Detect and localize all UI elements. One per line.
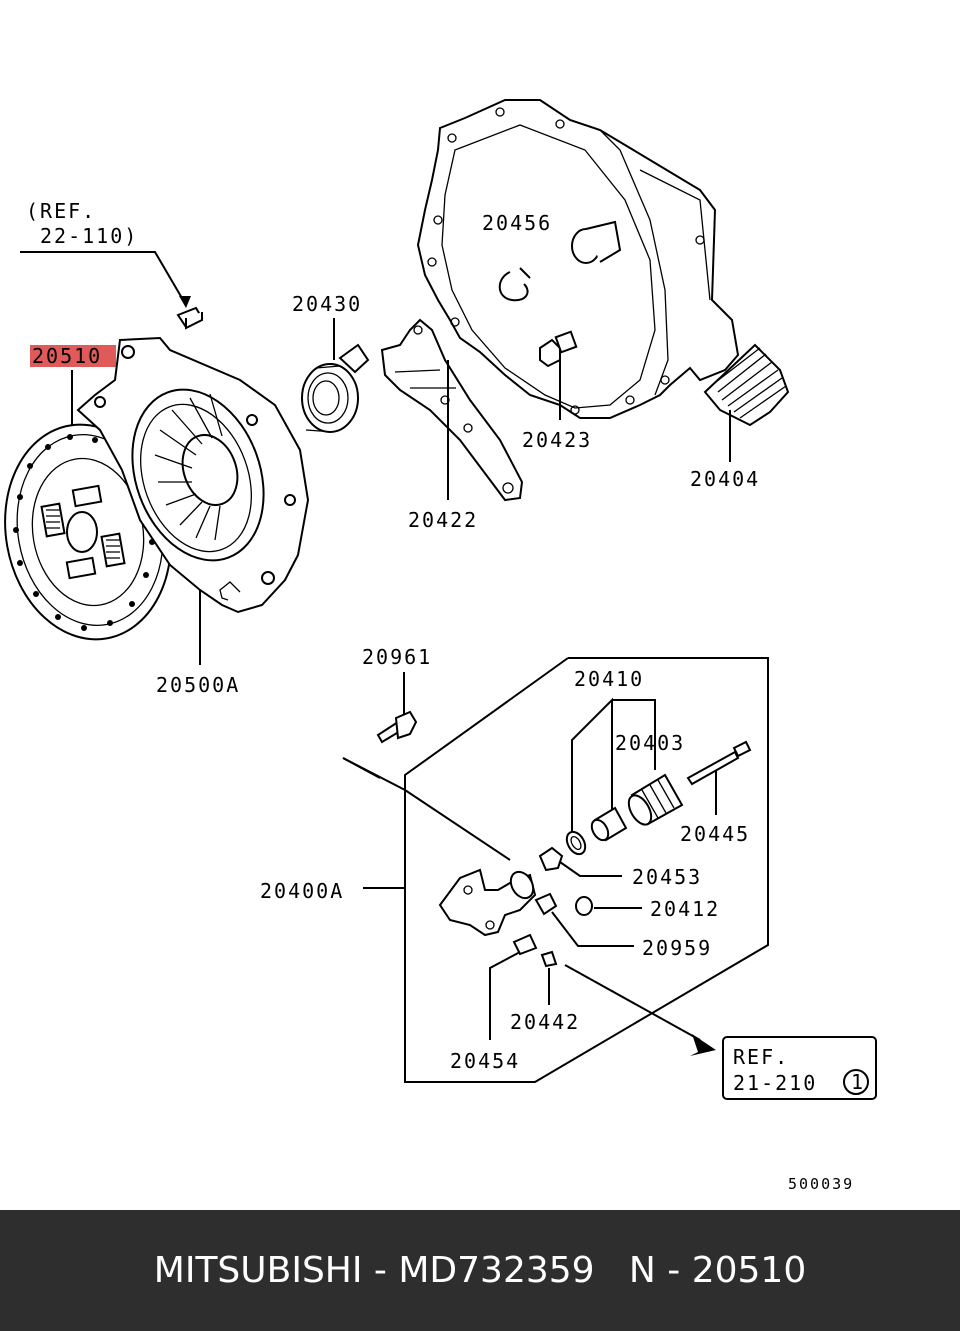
parts-diagram: (REF. 22-110) 20510	[4, 99, 877, 1193]
bolt-20961	[376, 710, 418, 744]
label-20454[interactable]: 20454	[450, 1049, 520, 1073]
label-20412[interactable]: 20412	[650, 897, 720, 921]
push-rod	[686, 740, 752, 786]
ref-22-110-line2: 22-110)	[40, 224, 138, 248]
label-20410[interactable]: 20410	[574, 667, 644, 691]
leader-20453	[559, 861, 622, 877]
footer-bar: MITSUBISHI - MD732359 N - 20510	[0, 1210, 960, 1331]
ref-22-110-leader	[20, 251, 187, 306]
ref-22-110-arrow	[179, 296, 191, 308]
transmission-housing	[416, 99, 740, 419]
dowel-pin	[176, 306, 204, 330]
fork-boot	[703, 343, 790, 427]
label-20456[interactable]: 20456	[482, 211, 552, 235]
leader-20454	[489, 951, 521, 1040]
footer-part-info: MITSUBISHI - MD732359 N - 20510	[153, 1250, 807, 1291]
slave-cylinder	[438, 868, 537, 937]
spring-20454	[512, 933, 538, 956]
ref-arrow-head	[690, 1034, 716, 1056]
bleeder-screw	[534, 892, 558, 916]
ref-box-line1: REF.	[733, 1045, 789, 1069]
leader-20410-b	[612, 699, 656, 770]
label-20430[interactable]: 20430	[292, 292, 362, 316]
clutch-cover	[76, 336, 310, 614]
label-20404[interactable]: 20404	[690, 467, 760, 491]
leader-20410-a	[571, 697, 613, 832]
leader-20959	[551, 911, 634, 947]
assembly-frame	[404, 657, 769, 1083]
label-20510[interactable]: 20510	[32, 344, 102, 368]
ref-22-110-line1: (REF.	[26, 199, 96, 223]
label-20423[interactable]: 20423	[522, 428, 592, 452]
drawing-number: 500039	[788, 1175, 854, 1193]
part-20442	[540, 950, 558, 968]
clip-20456	[498, 267, 531, 302]
cap-20412	[575, 896, 593, 916]
guide-line-1	[342, 757, 511, 861]
piston	[590, 806, 628, 842]
label-20400A[interactable]: 20400A	[260, 879, 344, 903]
label-20445[interactable]: 20445	[680, 822, 750, 846]
dust-boot-20403	[627, 773, 684, 826]
label-20500A[interactable]: 20500A	[156, 673, 240, 697]
circled-number-text: 1	[851, 1070, 863, 1094]
ref-box-line2: 21-210	[733, 1071, 817, 1095]
label-20422[interactable]: 20422	[408, 508, 478, 532]
highlight-20510	[30, 345, 116, 367]
label-20959[interactable]: 20959	[642, 936, 712, 960]
label-20442[interactable]: 20442	[510, 1010, 580, 1034]
circled-number	[843, 1069, 869, 1095]
pivot-bolt	[539, 330, 578, 368]
label-20961[interactable]: 20961	[362, 645, 432, 669]
label-20403[interactable]: 20403	[615, 731, 685, 755]
release-bearing	[301, 343, 370, 433]
piston-seal	[565, 830, 587, 856]
label-20453[interactable]: 20453	[632, 865, 702, 889]
release-fork	[380, 318, 524, 502]
bleeder-cap	[538, 846, 564, 872]
ref-arrow-line	[564, 964, 701, 1041]
ref-box	[722, 1036, 877, 1100]
guide-line-2	[342, 757, 381, 779]
